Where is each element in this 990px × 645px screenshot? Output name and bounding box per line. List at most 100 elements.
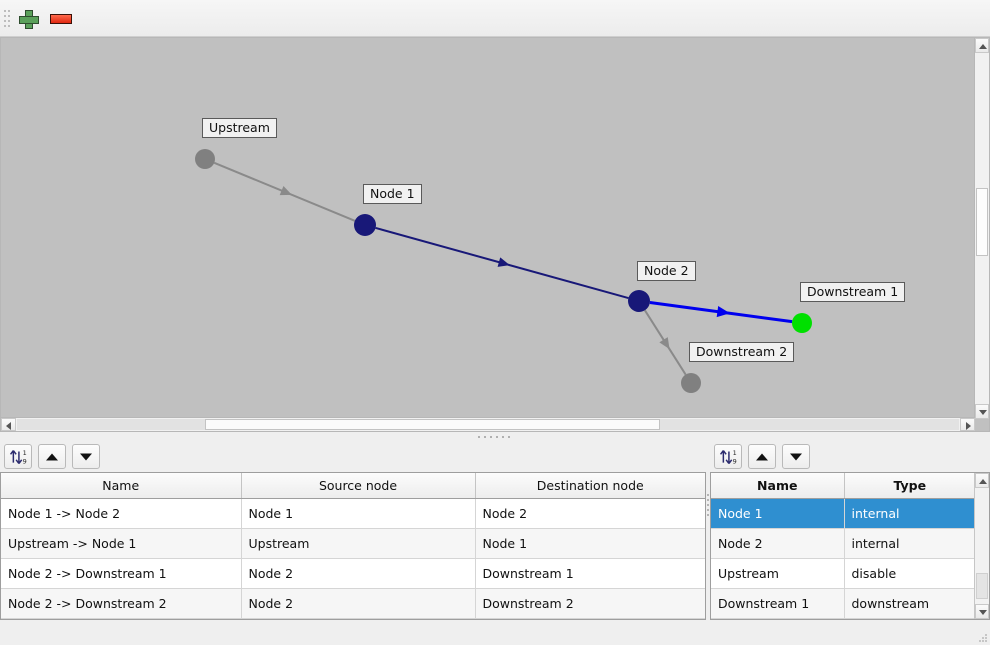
graph-node-downstream2[interactable] bbox=[681, 373, 701, 393]
nodes-toolbar: 1 9 bbox=[714, 444, 816, 470]
links-cell-destination: Node 2 bbox=[475, 498, 705, 529]
links-sort-button[interactable]: 1 9 bbox=[4, 444, 32, 469]
add-node-button[interactable] bbox=[16, 7, 42, 31]
nodes-cell-name: Node 1 bbox=[711, 498, 845, 529]
links-cell-destination: Downstream 1 bbox=[475, 558, 705, 589]
toolbar-drag-grip-icon[interactable] bbox=[4, 10, 10, 27]
plus-icon bbox=[19, 10, 39, 29]
arrow-down-icon bbox=[790, 453, 802, 460]
nodes-col-name[interactable]: Name bbox=[711, 473, 845, 499]
canvas-vertical-scrollbar[interactable] bbox=[974, 38, 989, 419]
scroll-left-button[interactable] bbox=[1, 418, 16, 431]
nodes-table-header-row: Name Type bbox=[711, 473, 975, 499]
graph-node-node1[interactable] bbox=[354, 214, 376, 236]
arrow-up-icon bbox=[756, 453, 768, 460]
nodes-scroll-down-button[interactable] bbox=[975, 604, 989, 619]
nodes-scroll-up-button[interactable] bbox=[975, 473, 989, 488]
sort-icon: 1 9 bbox=[719, 449, 737, 466]
links-cell-source: Node 1 bbox=[241, 498, 476, 529]
graph-node-downstream1[interactable] bbox=[792, 313, 812, 333]
horizontal-scroll-thumb[interactable] bbox=[205, 419, 660, 430]
nodes-cell-name: Downstream 1 bbox=[711, 588, 845, 619]
links-cell-source: Upstream bbox=[241, 528, 476, 559]
sort-icon: 1 9 bbox=[9, 449, 27, 466]
links-cell-name: Node 2 -> Downstream 1 bbox=[1, 558, 242, 589]
links-empty-cell bbox=[475, 618, 705, 619]
canvas-horizontal-scrollbar[interactable] bbox=[1, 417, 975, 431]
vertical-scroll-thumb[interactable] bbox=[976, 188, 988, 256]
links-empty-cell bbox=[241, 618, 476, 619]
vertical-splitter[interactable] bbox=[706, 442, 710, 622]
links-cell-source: Node 2 bbox=[241, 588, 476, 619]
triangle-right-icon bbox=[966, 422, 971, 430]
links-toolbar: 1 9 bbox=[4, 444, 106, 470]
graph-node-label-node1[interactable]: Node 1 bbox=[363, 184, 422, 204]
scroll-right-button[interactable] bbox=[960, 418, 975, 431]
delete-node-button[interactable] bbox=[48, 7, 74, 31]
nodes-scroll-thumb[interactable] bbox=[976, 573, 988, 599]
links-cell-destination: Downstream 2 bbox=[475, 588, 705, 619]
scroll-up-button[interactable] bbox=[975, 38, 989, 53]
arrow-down-icon bbox=[80, 453, 92, 460]
graph-node-label-downstream2[interactable]: Downstream 2 bbox=[689, 342, 795, 362]
triangle-down-icon bbox=[979, 410, 987, 415]
nodes-cell-type: disable bbox=[844, 558, 975, 589]
nodes-sort-button[interactable]: 1 9 bbox=[714, 444, 742, 469]
links-cell-source: Node 2 bbox=[241, 558, 476, 589]
links-col-name[interactable]: Name bbox=[1, 473, 242, 499]
triangle-left-icon bbox=[6, 422, 11, 430]
nodes-table-empty-row bbox=[711, 618, 975, 619]
vertical-splitter-grip-icon bbox=[707, 494, 709, 520]
graph-edge-arrow-node2-downstream2 bbox=[659, 337, 670, 350]
graph-node-node2[interactable] bbox=[628, 290, 650, 312]
graph-node-upstream[interactable] bbox=[195, 149, 215, 169]
nodes-move-down-button[interactable] bbox=[782, 444, 810, 469]
svg-text:9: 9 bbox=[733, 458, 737, 466]
nodes-table-scrollbar[interactable] bbox=[974, 473, 989, 619]
minus-icon bbox=[50, 14, 72, 24]
links-table-header-row: Name Source node Destination node bbox=[1, 473, 705, 499]
links-col-destination[interactable]: Destination node bbox=[475, 473, 705, 499]
links-table-container[interactable]: Name Source node Destination node Node 1… bbox=[0, 472, 706, 620]
nodes-cell-type: internal bbox=[844, 528, 975, 559]
links-table: Name Source node Destination node Node 1… bbox=[1, 473, 705, 619]
arrow-up-icon bbox=[46, 453, 58, 460]
triangle-up-icon bbox=[979, 479, 987, 484]
triangle-down-icon bbox=[979, 610, 987, 615]
nodes-col-type[interactable]: Type bbox=[844, 473, 975, 499]
scroll-down-button[interactable] bbox=[975, 404, 989, 419]
nodes-empty-cell bbox=[844, 618, 975, 619]
graph-node-label-node2[interactable]: Node 2 bbox=[637, 261, 696, 281]
links-cell-name: Node 2 -> Downstream 2 bbox=[1, 588, 242, 619]
links-move-down-button[interactable] bbox=[72, 444, 100, 469]
nodes-cell-name: Upstream bbox=[711, 558, 845, 589]
graph-edge-arrow-node2-downstream1 bbox=[716, 306, 730, 318]
nodes-cell-name: Node 2 bbox=[711, 528, 845, 559]
links-col-source[interactable]: Source node bbox=[241, 473, 476, 499]
links-move-up-button[interactable] bbox=[38, 444, 66, 469]
main-toolbar bbox=[0, 0, 990, 37]
links-cell-destination: Node 1 bbox=[475, 528, 705, 559]
links-table-empty-row bbox=[1, 618, 705, 619]
window-resize-grip-icon[interactable] bbox=[979, 634, 987, 642]
graph-edge-arrow-upstream-node1 bbox=[279, 186, 292, 196]
graph-node-label-downstream1[interactable]: Downstream 1 bbox=[800, 282, 906, 302]
nodes-cell-type: downstream bbox=[844, 588, 975, 619]
nodes-move-up-button[interactable] bbox=[748, 444, 776, 469]
graph-node-label-upstream[interactable]: Upstream bbox=[202, 118, 277, 138]
horizontal-splitter[interactable] bbox=[0, 432, 990, 442]
svg-text:1: 1 bbox=[23, 449, 27, 457]
